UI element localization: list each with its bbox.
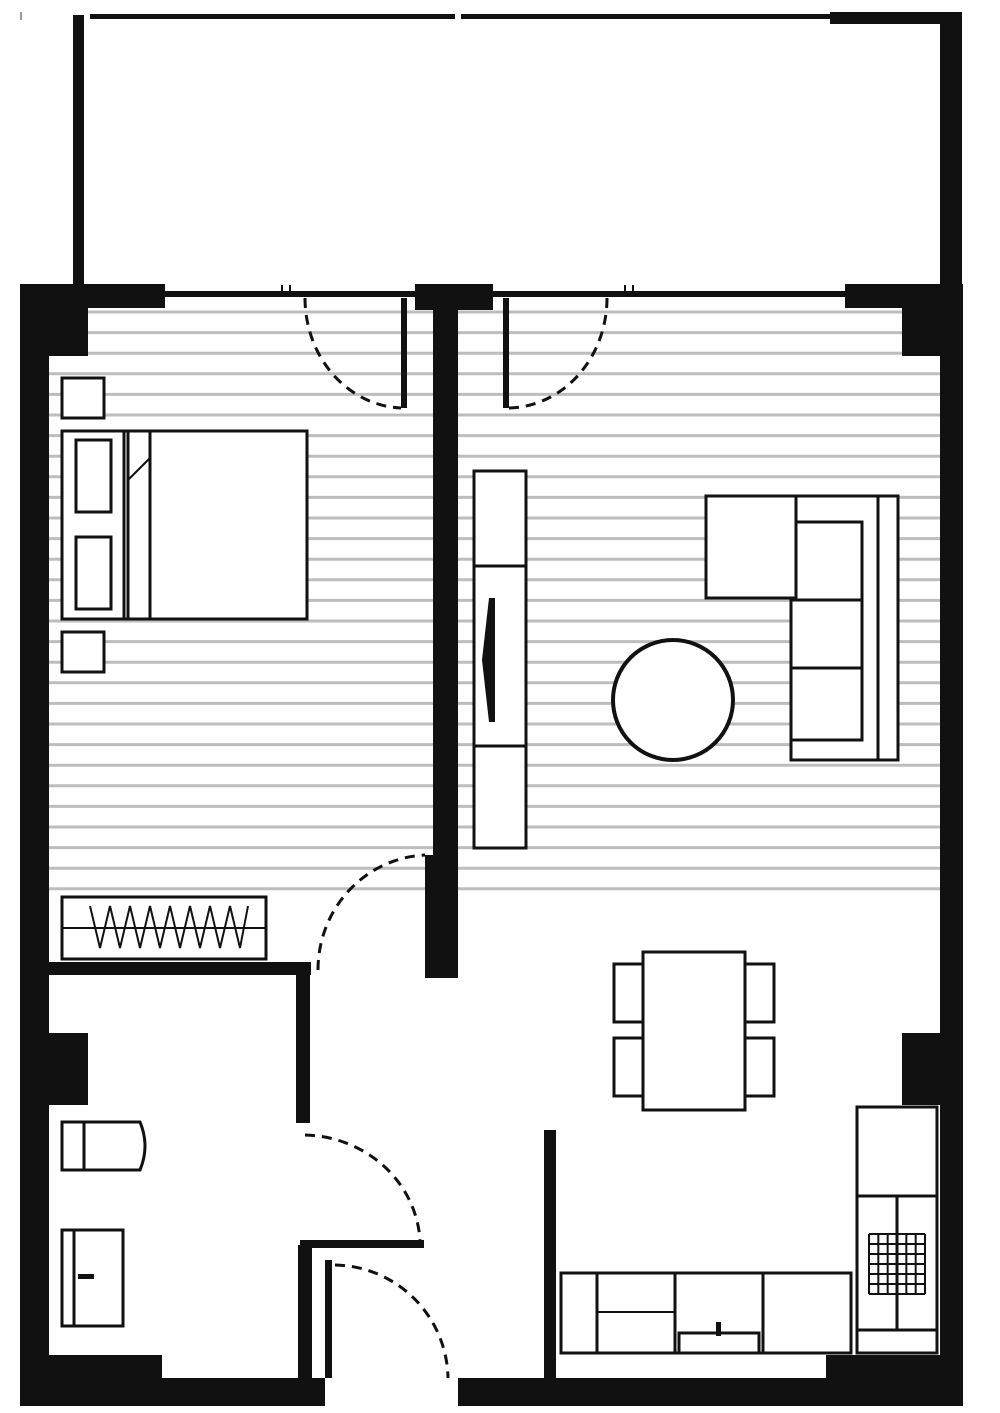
sofa-back bbox=[791, 496, 864, 742]
sofa bbox=[789, 494, 900, 762]
north-wall-mid bbox=[415, 284, 493, 310]
south-wall-left bbox=[20, 1355, 162, 1406]
pillow-top bbox=[74, 438, 113, 514]
stove-grid bbox=[868, 1233, 926, 1295]
pillow-bottom bbox=[74, 535, 113, 611]
bedroom-bath-wall bbox=[49, 962, 311, 975]
nightstand-bottom bbox=[60, 630, 106, 674]
entrance-door-swing bbox=[334, 1263, 450, 1379]
bedroom-balcony-door-swing bbox=[303, 297, 402, 410]
dining-chair bbox=[742, 1036, 776, 1098]
balcony-sliding-doors bbox=[165, 285, 845, 297]
washbasin-tap bbox=[78, 1274, 94, 1279]
wardrobe-hangers bbox=[89, 905, 249, 949]
bedroom-balcony-door-leaf[interactable] bbox=[401, 298, 407, 408]
east-column bbox=[902, 1033, 963, 1105]
west-wall bbox=[20, 284, 49, 1406]
toilet bbox=[60, 1120, 147, 1172]
dining-chair bbox=[612, 1036, 646, 1098]
bathroom-fixtures bbox=[60, 1120, 147, 1328]
balcony-top-rail-right bbox=[461, 14, 831, 19]
dining-set bbox=[612, 950, 776, 1112]
coffee-table bbox=[611, 638, 735, 762]
tv bbox=[482, 598, 495, 722]
living-balcony-door-leaf[interactable] bbox=[503, 298, 509, 408]
south-se-block bbox=[826, 1355, 963, 1406]
tv-cabinet bbox=[472, 469, 528, 850]
closet-door-post bbox=[325, 1260, 332, 1378]
dining-chair bbox=[742, 962, 776, 1024]
corner-mark bbox=[20, 12, 22, 20]
exterior-walls bbox=[20, 284, 963, 1406]
sink-tap bbox=[716, 1322, 721, 1336]
bedroom-door-stub bbox=[425, 855, 433, 978]
sliding-door-track-right bbox=[493, 291, 845, 297]
west-column bbox=[20, 1033, 88, 1105]
balcony-top-rail-corner bbox=[830, 12, 962, 24]
south-wall-door-left bbox=[162, 1378, 325, 1406]
balcony-left-rail bbox=[73, 15, 84, 287]
balcony-right-wall bbox=[940, 15, 962, 287]
bedroom-living-partition bbox=[433, 310, 458, 978]
dining-table bbox=[641, 950, 747, 1112]
kitchen-partition bbox=[544, 1130, 556, 1380]
entry-wall-segment bbox=[300, 1240, 424, 1248]
bedroom-door-swing bbox=[316, 853, 426, 971]
interior-walls bbox=[49, 310, 556, 1380]
bath-hall-wall-bottom bbox=[298, 1245, 312, 1378]
nightstand-top bbox=[60, 376, 106, 420]
dining-chair bbox=[612, 962, 646, 1024]
living-balcony-door-swing bbox=[508, 297, 609, 410]
balcony bbox=[73, 12, 962, 287]
sofa-chaise-top bbox=[704, 494, 798, 600]
bed-sheet-corner bbox=[127, 457, 151, 481]
bedroom-furniture bbox=[60, 376, 309, 961]
kitchen-fixtures bbox=[559, 1105, 939, 1355]
bath-hall-wall-top bbox=[296, 975, 310, 1123]
balcony-top-rail-left bbox=[90, 14, 455, 19]
doors bbox=[303, 297, 609, 1379]
east-wall bbox=[940, 284, 963, 1406]
living-room-furniture bbox=[472, 469, 900, 850]
bathroom-door-swing bbox=[304, 1133, 422, 1241]
